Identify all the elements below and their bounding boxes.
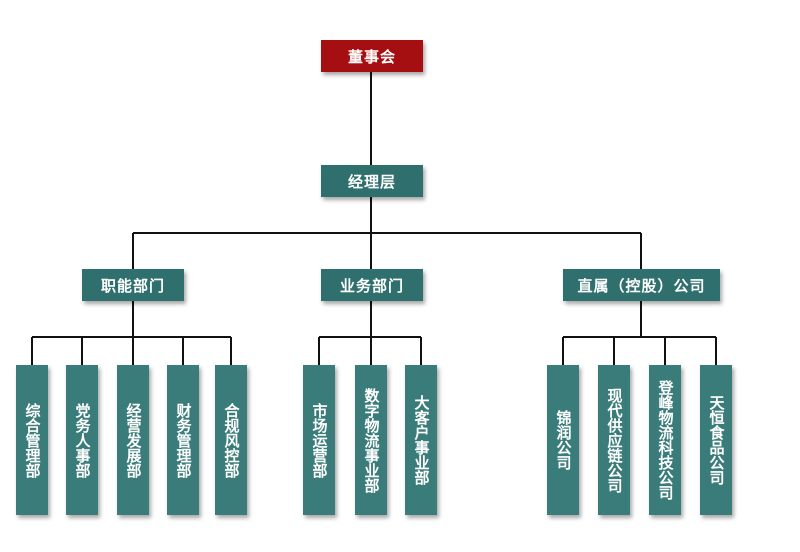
node-company-dengfeng-logistics-tech: 登峰物流科技公司 [649, 365, 681, 515]
node-dept-business-dev: 经营发展部 [117, 365, 149, 515]
node-dept-compliance: 合规风控部 [215, 365, 247, 515]
node-company-modern-supply-chain: 现代供应链公司 [598, 365, 630, 515]
node-dept-finance: 财务管理部 [167, 365, 199, 515]
node-company-tianheng-food: 天恒食品公司 [700, 365, 732, 515]
node-group-business: 业务部门 [321, 269, 423, 301]
node-dept-key-accounts: 大客户事业部 [405, 365, 437, 515]
node-board: 董事会 [321, 40, 423, 72]
node-dept-market-ops: 市场运营部 [303, 365, 335, 515]
node-dept-general-admin: 综合管理部 [16, 365, 48, 515]
node-group-functional: 职能部门 [82, 269, 184, 301]
node-company-jinrun: 锦润公司 [547, 365, 579, 515]
node-group-subsidiaries: 直属（控股）公司 [563, 269, 720, 301]
node-dept-digital-logistics: 数字物流事业部 [355, 365, 387, 515]
node-dept-party-hr: 党务人事部 [66, 365, 98, 515]
node-management: 经理层 [321, 165, 423, 197]
